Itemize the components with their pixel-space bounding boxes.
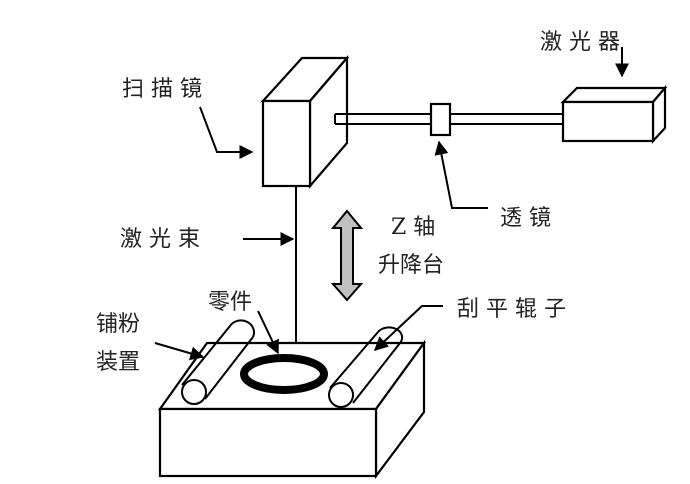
label-laser: 激 光 器 (540, 30, 620, 55)
roller-leader (373, 305, 443, 351)
scanner-mirror (260, 55, 350, 189)
label-beam: 激 光 束 (120, 227, 200, 252)
label-z-axis: Z 轴 (391, 215, 435, 240)
part-ring (240, 354, 328, 394)
label-part: 零件 (208, 290, 252, 315)
label-spreader-2: 装置 (96, 350, 140, 375)
leveling-roller (328, 326, 404, 408)
spreader-leader (154, 342, 205, 361)
laser-source (560, 85, 668, 144)
build-platform (157, 339, 427, 480)
powder-spreader-roller (181, 319, 255, 405)
z-axis-arrow-icon (330, 209, 364, 302)
label-scanner: 扫 描 镜 (122, 77, 202, 102)
label-spreader-1: 铺粉 (96, 312, 140, 337)
lens (429, 102, 452, 137)
label-platform: 升降台 (378, 253, 444, 278)
scanner-leader (199, 106, 254, 159)
label-lens: 透 镜 (500, 206, 551, 231)
part-leader (257, 310, 279, 355)
lens-leader (434, 140, 488, 209)
label-roller: 刮 平 辊 子 (457, 297, 566, 322)
